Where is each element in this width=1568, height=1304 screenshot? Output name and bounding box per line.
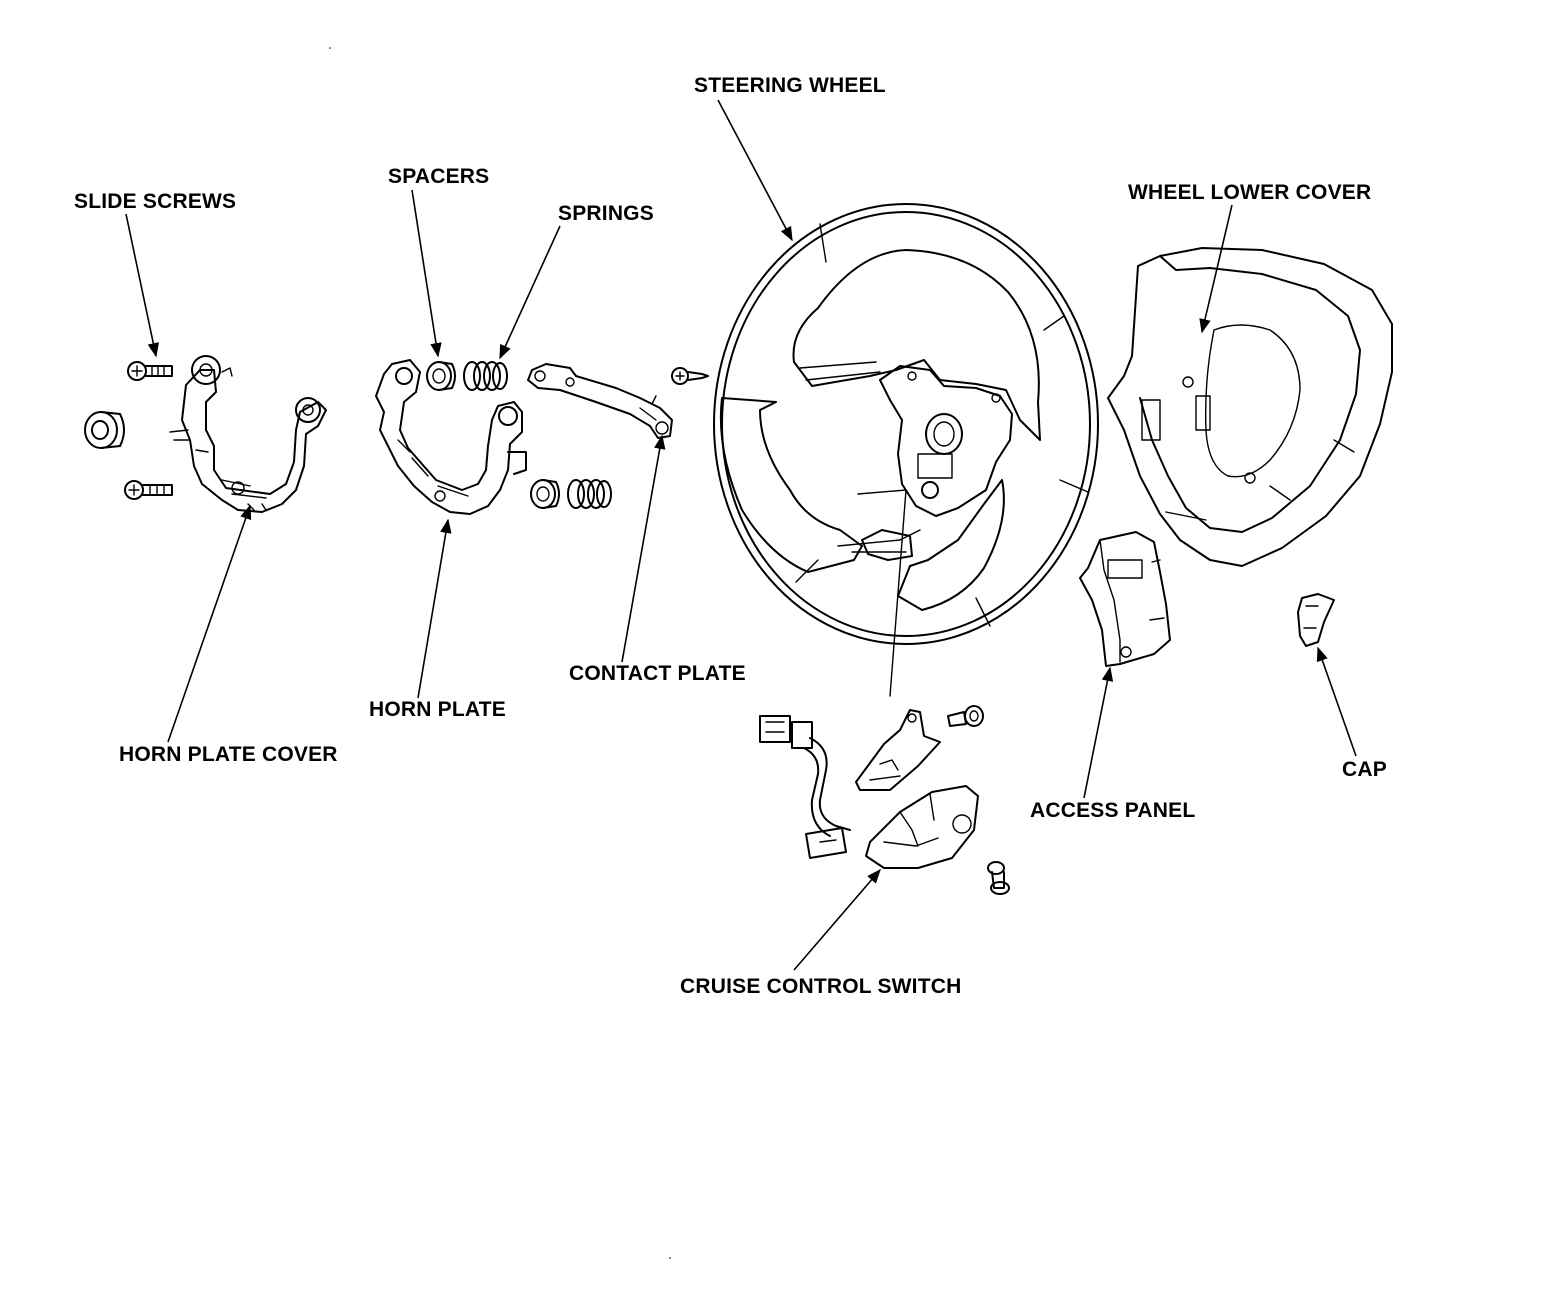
leader-springs: [499, 225, 561, 360]
label-spacers: SPACERS: [388, 165, 489, 188]
leader-horn-plate-cover: [167, 504, 252, 743]
leader-horn-plate: [417, 518, 452, 699]
label-wheel-lower-cover: WHEEL LOWER COVER: [1128, 181, 1371, 204]
slide-screw-upper: [127, 361, 173, 381]
label-slide-screws: SLIDE SCREWS: [74, 190, 236, 213]
leader-slide-screws: [125, 213, 159, 358]
slide-screw-lower: [124, 480, 173, 500]
label-cruise-control-switch: CRUISE CONTROL SWITCH: [680, 975, 961, 998]
label-horn-plate: HORN PLATE: [369, 698, 506, 721]
horn-plate-cover: [169, 355, 327, 513]
switch-bracket: [855, 709, 941, 791]
label-access-panel: ACCESS PANEL: [1030, 799, 1195, 822]
spring-upper: [463, 361, 508, 391]
access-panel: [1079, 531, 1171, 667]
spacer-lower: [530, 479, 560, 509]
leader-contact-plate: [621, 434, 666, 663]
contact-plate: [527, 363, 673, 439]
cruise-control-switch: [759, 715, 979, 869]
label-contact-plate: CONTACT PLATE: [569, 662, 746, 685]
label-horn-plate-cover: HORN PLATE COVER: [119, 743, 338, 766]
leader-spacers: [411, 189, 442, 358]
switch-bolt: [987, 861, 1010, 895]
contact-plate-screw: [671, 367, 709, 385]
cap: [1297, 593, 1335, 647]
label-steering-wheel: STEERING WHEEL: [694, 74, 886, 97]
leader-cruise-control-switch: [793, 868, 881, 971]
spacer-upper: [426, 361, 456, 391]
horn-plate: [375, 359, 527, 515]
bracket-bolt: [947, 705, 984, 727]
collar-nut: [84, 411, 125, 449]
scan-speck: [669, 1257, 671, 1259]
scan-speck: [329, 47, 331, 49]
spring-lower: [567, 479, 612, 509]
steering-wheel: [713, 203, 1099, 645]
wheel-lower-cover: [1107, 247, 1393, 567]
label-cap: CAP: [1342, 758, 1387, 781]
label-springs: SPRINGS: [558, 202, 654, 225]
leader-access-panel: [1083, 666, 1114, 799]
leader-steering-wheel: [717, 99, 793, 242]
leader-cap: [1316, 646, 1357, 757]
